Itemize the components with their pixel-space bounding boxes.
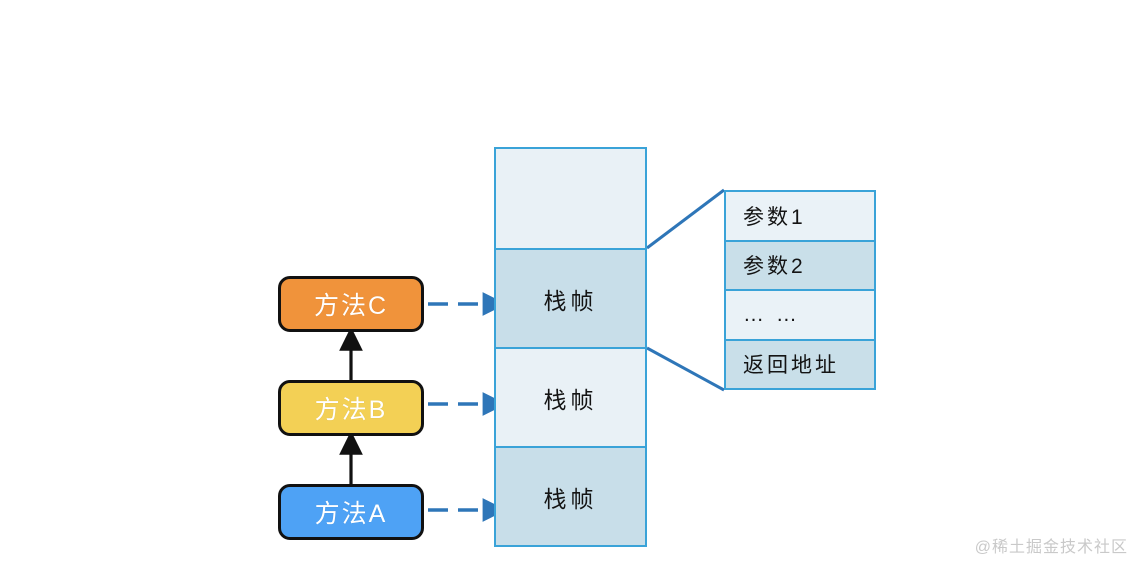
stack-cell-frame-top[interactable]: 栈帧 — [496, 250, 645, 349]
stack-cell-frame-bottom-label: 栈帧 — [543, 485, 598, 512]
stack-cell-frame-middle[interactable]: 栈帧 — [496, 349, 645, 448]
frame-detail-row-param1[interactable]: 参数1 — [726, 192, 874, 242]
frame-detail-row-ellipsis-label: … … — [743, 302, 800, 326]
method-box-c[interactable]: 方法C — [278, 276, 424, 332]
watermark: @稀土掘金技术社区 — [974, 539, 1128, 556]
frame-detail-row-param1-label: 参数1 — [743, 205, 806, 229]
frame-detail-row-return-address-label: 返回地址 — [743, 354, 839, 378]
frame-detail-connector-bottom — [646, 346, 725, 392]
stack-cell-frame-bottom[interactable]: 栈帧 — [496, 448, 645, 545]
stack-cell-frame-top-label: 栈帧 — [543, 287, 598, 314]
frame-detail-panel: 参数1 参数2 … … 返回地址 — [724, 190, 876, 390]
frame-detail-connector-top — [646, 188, 725, 250]
stack-cell-frame-middle-label: 栈帧 — [543, 386, 598, 413]
frame-detail-row-param2[interactable]: 参数2 — [726, 241, 874, 291]
method-box-a[interactable]: 方法A — [278, 484, 424, 540]
method-box-b-label: 方法B — [314, 396, 388, 424]
method-box-a-label: 方法A — [314, 500, 388, 528]
method-box-b[interactable]: 方法B — [278, 380, 424, 436]
method-box-c-label: 方法C — [313, 292, 389, 320]
frame-detail-row-return-address[interactable]: 返回地址 — [726, 340, 874, 388]
frame-detail-row-param2-label: 参数2 — [743, 255, 806, 279]
stack-column: 栈帧 栈帧 栈帧 — [494, 147, 647, 547]
frame-detail-row-ellipsis[interactable]: … … — [726, 291, 874, 341]
stack-cell-empty[interactable] — [496, 149, 645, 250]
